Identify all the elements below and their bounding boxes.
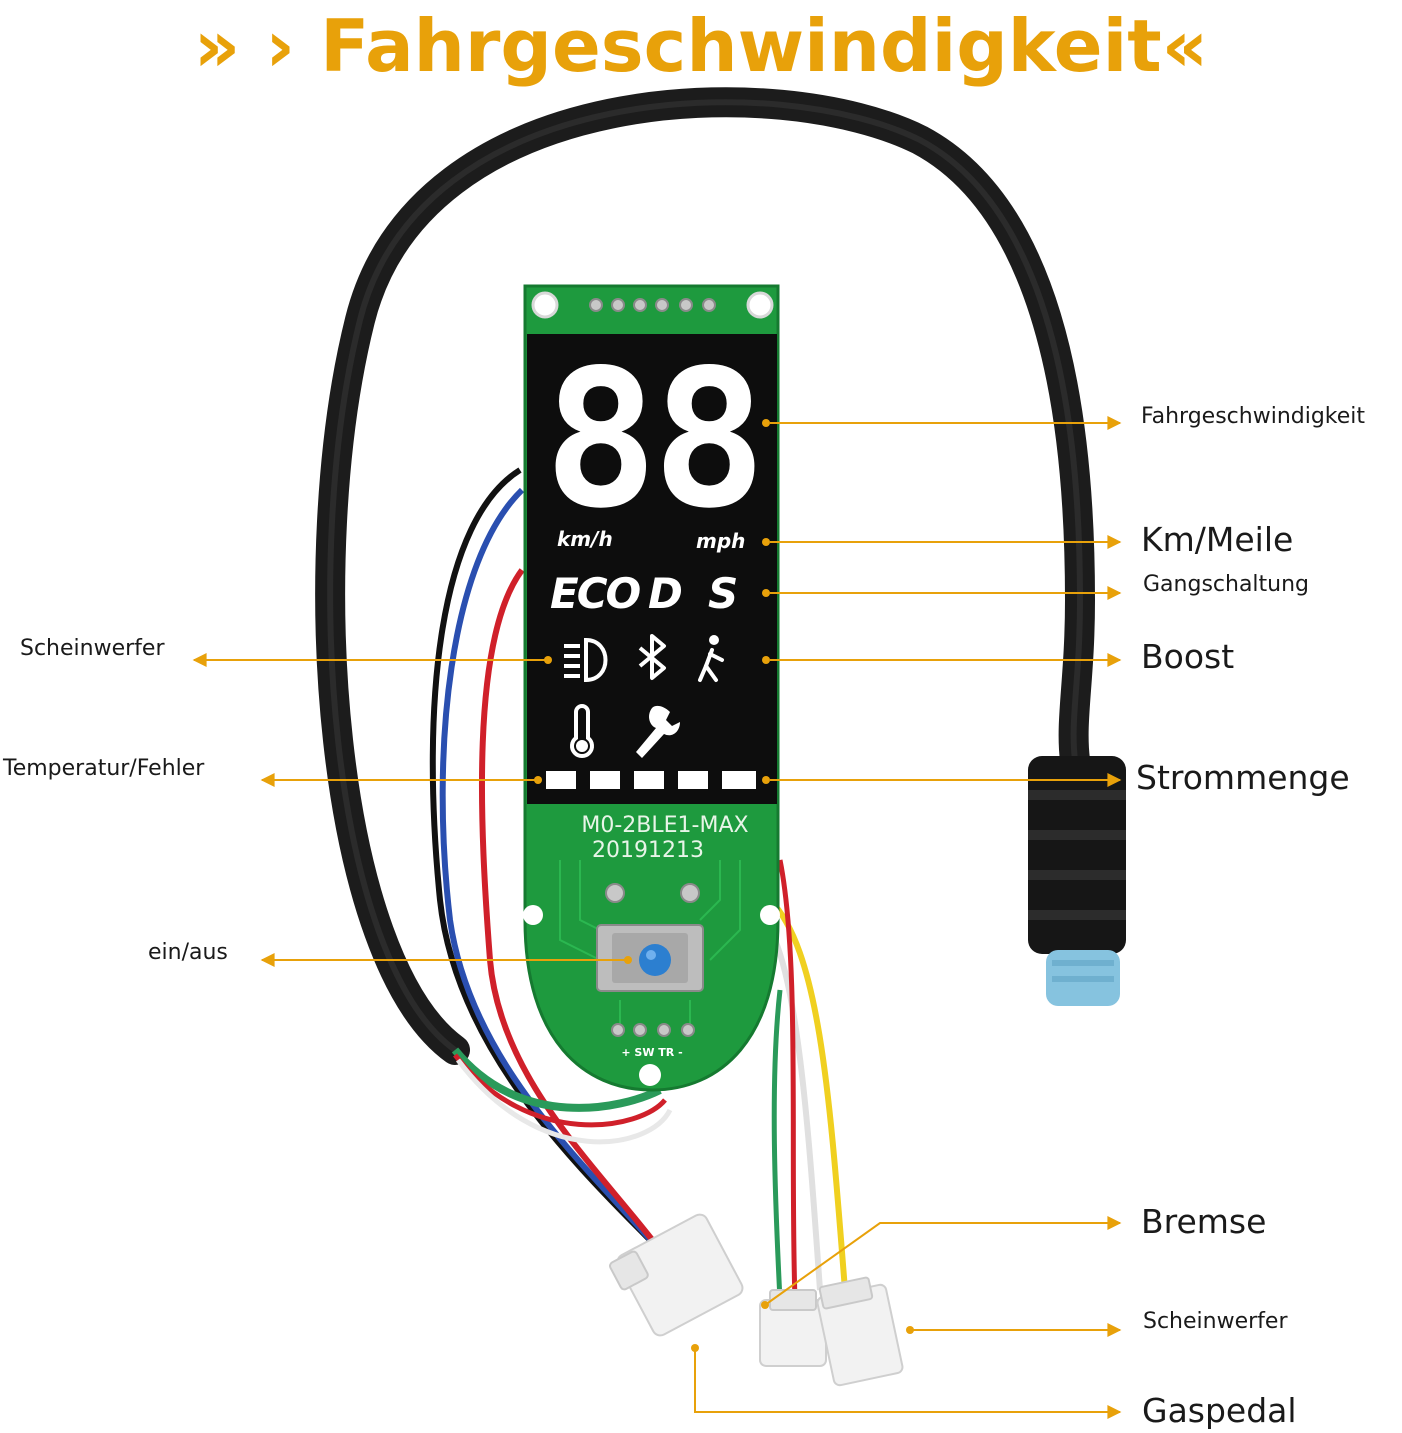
bluetooth-icon <box>638 634 666 680</box>
headlight-plug <box>816 1276 904 1387</box>
throttle-plug <box>609 1213 744 1337</box>
label-headlight-right: Scheinwerfer <box>1143 1309 1288 1334</box>
mode-s: S <box>708 569 738 618</box>
label-throttle: Gaspedal <box>1142 1391 1297 1430</box>
wire-red-2 <box>777 859 798 1301</box>
power-button <box>596 883 704 992</box>
label-unit: Km/Meile <box>1141 520 1294 559</box>
unit-kmh: km/h <box>557 527 613 551</box>
board-date: 20191213 <box>592 838 704 863</box>
pedestrian-icon <box>698 635 724 682</box>
label-headlight-left: Scheinwerfer <box>20 636 165 661</box>
board-model: M0-2BLE1-MAX <box>581 813 748 838</box>
wire-black <box>429 467 653 1243</box>
wire-white <box>772 938 823 1291</box>
label-brake: Bremse <box>1141 1202 1267 1241</box>
leader-throttle <box>694 1348 1122 1419</box>
mode-d: D <box>648 569 683 618</box>
leader-brake <box>764 1216 1122 1306</box>
label-boost: Boost <box>1141 637 1235 676</box>
label-temperature: Temperatur/Fehler <box>3 756 205 781</box>
main-connector <box>1028 756 1126 1006</box>
speed-digits: 88 <box>544 329 761 550</box>
thermometer-icon <box>570 704 594 758</box>
wrench-icon <box>636 705 680 758</box>
pcb-pins-bottom: + SW TR - <box>621 1046 682 1059</box>
wire-green-loop <box>451 1047 662 1112</box>
page-title: » › Fahrgeschwindigkeit« <box>193 4 1209 88</box>
lcd-screen <box>527 334 777 804</box>
brake-plug <box>759 1289 827 1367</box>
label-power: Strommenge <box>1136 758 1350 797</box>
unit-mph: mph <box>696 529 745 553</box>
battery-bar <box>546 771 756 789</box>
wire-green-2 <box>771 989 783 1301</box>
wire-blue <box>439 487 658 1247</box>
mode-eco: ECO <box>550 569 641 618</box>
label-gear: Gangschaltung <box>1143 572 1310 597</box>
label-speed: Fahrgeschwindigkeit <box>1141 404 1366 429</box>
headlight-icon <box>564 637 608 683</box>
label-power-switch: ein/aus <box>148 940 228 965</box>
